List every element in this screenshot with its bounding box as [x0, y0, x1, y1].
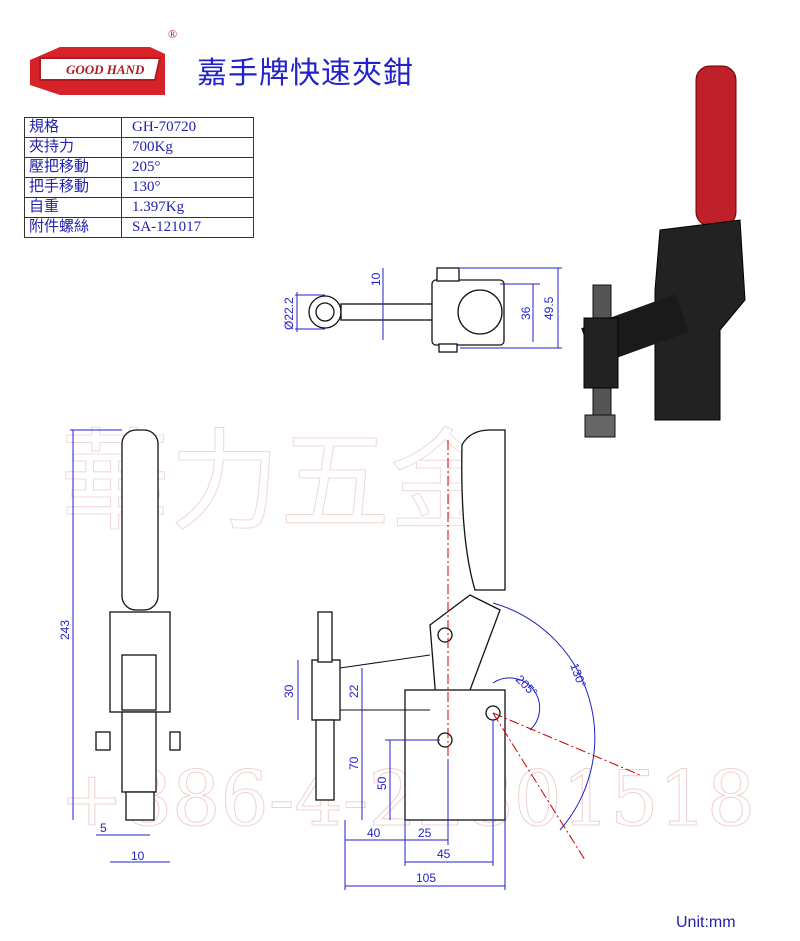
dimension-label: 10 — [131, 849, 145, 863]
drawing-line — [583, 317, 619, 389]
drawing-line — [339, 654, 431, 669]
dimension-label: 243 — [58, 620, 72, 640]
drawing-line — [317, 611, 333, 663]
unit-label: Unit:mm — [676, 914, 736, 931]
dimension-label: 50 — [375, 776, 389, 790]
drawing-line — [315, 302, 335, 322]
dimension-label: 5 — [100, 821, 107, 835]
drawing-line — [457, 289, 503, 335]
good-hand-logo: GOOD HAND ® — [30, 27, 177, 95]
dimension-label: Ø22.2 — [282, 297, 296, 330]
drawing-line — [437, 627, 453, 643]
drawing-line — [436, 267, 460, 282]
dimension-label: 30 — [282, 684, 296, 698]
drawing-line — [169, 731, 181, 751]
dimension-label: 105 — [416, 871, 436, 885]
dimension-label: 22 — [347, 684, 361, 698]
drawing-line — [437, 732, 453, 748]
drawing-line — [121, 654, 157, 711]
drawing-line — [584, 414, 616, 438]
drawing-line — [121, 711, 157, 793]
dimension-label: 130° — [567, 661, 589, 689]
drawing-line — [121, 429, 159, 611]
drawing-line — [492, 712, 586, 861]
front-view: 243 5 10 — [58, 429, 181, 863]
dimension-label: 70 — [347, 756, 361, 770]
dimension-label: GOOD HAND — [66, 62, 145, 77]
drawing-line — [95, 731, 111, 751]
drawing-line — [695, 65, 737, 227]
drawing-line — [492, 712, 641, 776]
page-title: 嘉手牌快速夾鉗 — [197, 56, 414, 91]
drawing-line — [461, 429, 506, 591]
dimension-label: 25 — [418, 826, 432, 840]
drawing-line — [315, 719, 335, 801]
dimension-label: 205° — [513, 672, 541, 700]
dimension-label: 49.5 — [542, 296, 556, 320]
dimension-label: 45 — [437, 847, 451, 861]
dimension-label: 40 — [367, 826, 381, 840]
top-view: Ø22.2 10 36 49.5 — [282, 267, 562, 353]
dimension-label: 10 — [369, 272, 383, 286]
dimension-label: ® — [168, 27, 177, 41]
drawing-line — [492, 602, 596, 831]
drawing-line — [39, 57, 162, 81]
drawing-line — [125, 791, 155, 821]
dimension-label: 36 — [519, 306, 533, 320]
drawing-line — [492, 677, 541, 731]
side-view: 130° 205° 30 22 70 50 40 25 45 105 — [282, 429, 641, 890]
drawing-line — [438, 343, 458, 353]
clamp-3d-render — [581, 65, 746, 438]
drawing-line — [311, 659, 341, 721]
